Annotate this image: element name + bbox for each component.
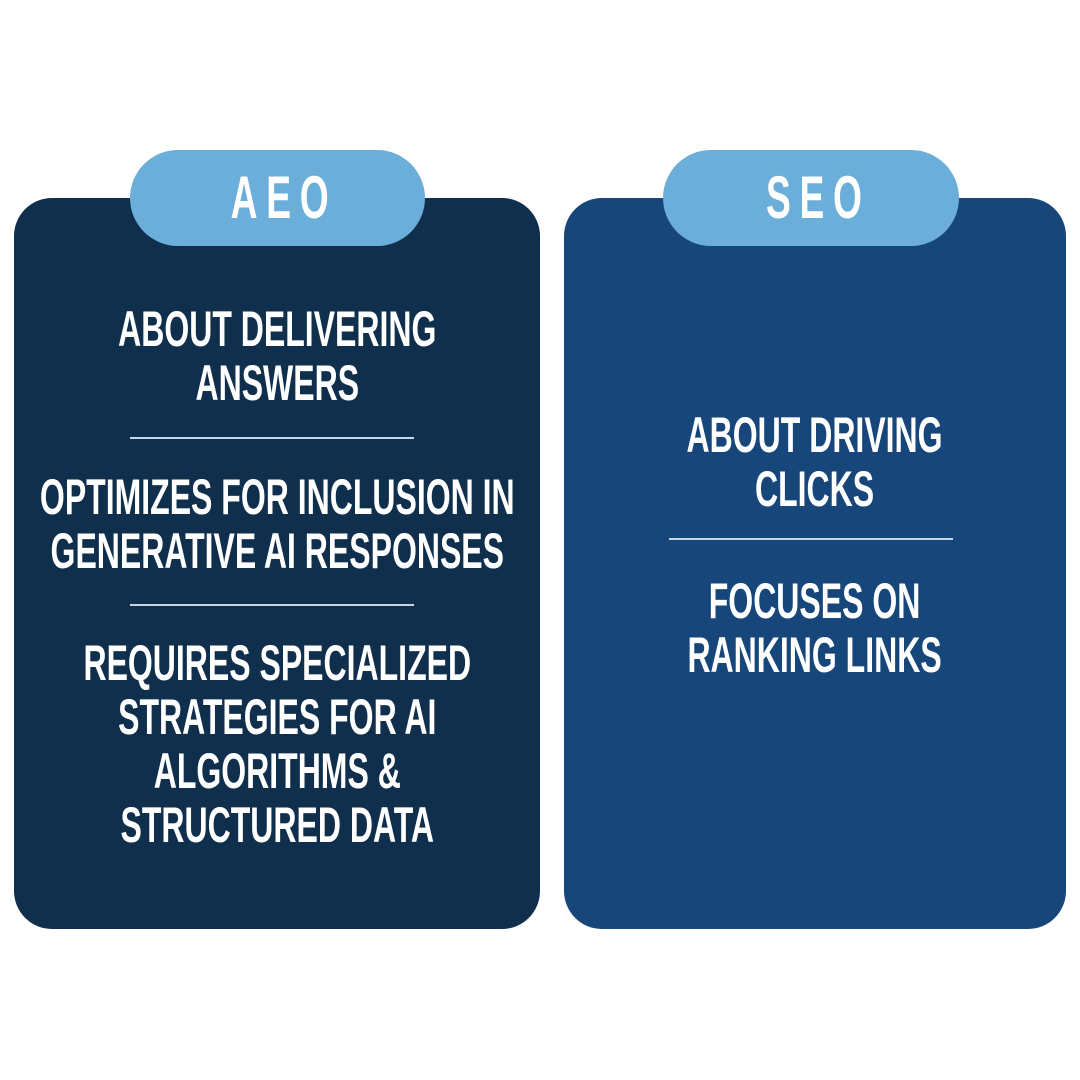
divider: [130, 437, 414, 439]
divider: [669, 538, 953, 540]
seo-title: SEO: [765, 164, 871, 231]
aeo-card: ABOUT DELIVERING ANSWERS OPTIMIZES FOR I…: [14, 198, 540, 929]
aeo-point-3: REQUIRES SPECIALIZED STRATEGIES FOR AI A…: [83, 635, 471, 853]
seo-card: ABOUT DRIVING CLICKS FOCUSES ON RANKING …: [564, 198, 1066, 929]
seo-point-1: ABOUT DRIVING CLICKS: [687, 407, 944, 517]
seo-title-pill: SEO: [663, 150, 959, 246]
divider: [130, 604, 414, 606]
aeo-title: AEO: [231, 164, 338, 231]
aeo-point-1: ABOUT DELIVERING ANSWERS: [117, 301, 437, 411]
aeo-title-pill: AEO: [130, 150, 425, 246]
aeo-point-2: OPTIMIZES FOR INCLUSION IN GENERATIVE AI…: [39, 469, 515, 579]
seo-point-2: FOCUSES ON RANKING LINKS: [687, 573, 943, 683]
